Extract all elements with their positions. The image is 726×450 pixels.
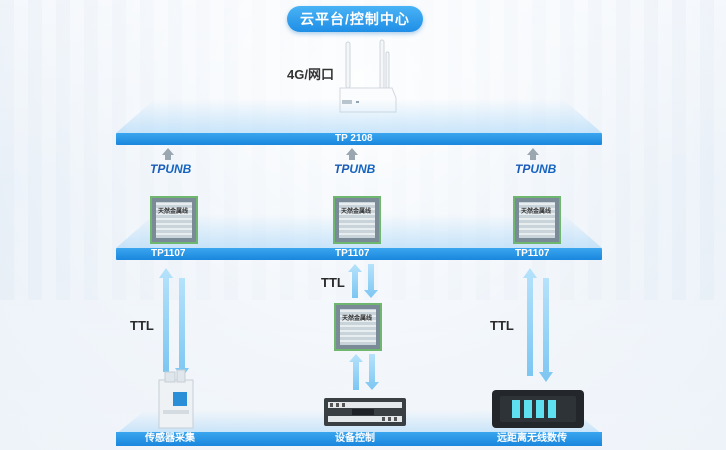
ttl-arrow-left (159, 268, 189, 378)
relay-chip: 天然金属线 (334, 303, 382, 351)
node-label-3: TP1107 (515, 248, 550, 259)
device-bar (116, 432, 602, 446)
tpunb-logo-1: TPUNB (150, 162, 192, 176)
ttl-label-left: TTL (130, 318, 154, 333)
node-chip-2: 天然金属线 (333, 196, 381, 244)
device-label-radio: 远距离无线数传 (497, 433, 567, 444)
cloud-platform-label: 云平台/控制中心 (300, 11, 410, 27)
node-chip-1: 天然金属线 (150, 196, 198, 244)
device-label-controller: 设备控制 (335, 433, 375, 444)
sensor-icon (158, 369, 194, 429)
node-chip-3: 天然金属线 (513, 196, 561, 244)
ttl-arrow-middle-top (348, 264, 378, 298)
tpunb-logo-2: TPUNB (334, 162, 376, 176)
cloud-platform-badge: 云平台/控制中心 (287, 6, 423, 32)
tpunb-logo-3: TPUNB (515, 162, 557, 176)
uplink-arrow-1 (162, 148, 174, 160)
gateway-label: TP 2108 (335, 133, 373, 144)
gateway-platform-glow (116, 99, 602, 133)
uplink-arrow-2 (346, 148, 358, 160)
uplink-arrow-3 (527, 148, 539, 160)
router-connection-label: 4G/网口 (287, 67, 334, 82)
controller-icon (324, 398, 406, 426)
ttl-label-middle: TTL (321, 275, 345, 290)
node-label-1: TP1107 (151, 248, 186, 259)
gateway-bar: TP 2108 (116, 133, 602, 145)
device-label-sensor: 传感器采集 (145, 433, 195, 444)
ttl-arrow-right (523, 268, 553, 382)
node-bar: TP1107 TP1107 TP1107 (116, 248, 602, 260)
radio-icon (492, 390, 584, 428)
ttl-arrow-middle-bottom (349, 354, 379, 390)
ttl-label-right: TTL (490, 318, 514, 333)
node-label-2: TP1107 (335, 248, 370, 259)
